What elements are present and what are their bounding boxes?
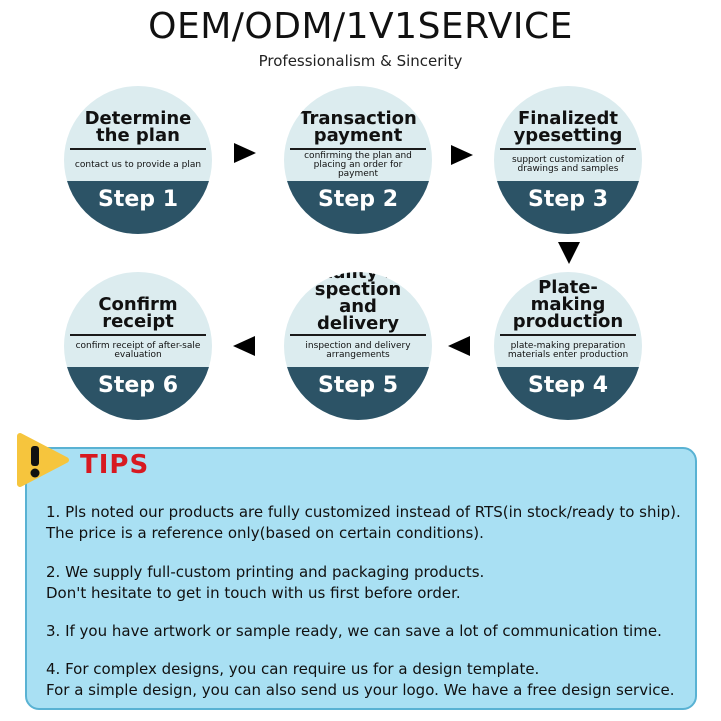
tip-line: For a simple design, you can also send u… xyxy=(46,681,675,699)
divider xyxy=(500,148,636,150)
divider xyxy=(70,148,206,150)
tips-title: TIPS xyxy=(80,450,150,480)
step-title-text: Determine the plan xyxy=(84,108,192,146)
tip-item-2: 2. We supply full-custom printing and pa… xyxy=(46,562,686,604)
step-label: Step 3 xyxy=(494,181,642,234)
step-title: Finalizedt ypesetting xyxy=(494,86,642,146)
step-title-text: Plate-making production xyxy=(512,277,624,332)
step-2-circle: Transaction payment confirming the plan … xyxy=(284,86,432,234)
page-subtitle: Professionalism & Sincerity xyxy=(258,52,463,70)
step-description: support customization of drawings and sa… xyxy=(511,155,625,174)
divider xyxy=(290,148,426,150)
step-title-text: Finalizedt ypesetting xyxy=(513,108,623,146)
divider xyxy=(290,334,426,336)
page-title: OEM/ODM/1V1SERVICE xyxy=(148,6,573,47)
step-title: Transaction payment xyxy=(284,86,432,146)
warning-icon xyxy=(17,433,69,487)
step-label: Step 1 xyxy=(64,181,212,234)
step-4-circle: Plate-making production plate-making pre… xyxy=(494,272,642,420)
arrow-right-icon xyxy=(234,143,256,163)
tip-line: 4. For complex designs, you can require … xyxy=(46,660,540,678)
divider xyxy=(500,334,636,336)
tip-line: 2. We supply full-custom printing and pa… xyxy=(46,563,485,581)
step-description: contact us to provide a plan xyxy=(74,159,202,170)
arrow-left-icon xyxy=(233,336,255,356)
step-title-text: Quality in-spection and delivery xyxy=(305,272,411,334)
step-title: Plate-making production xyxy=(494,272,642,332)
step-title: Confirm receipt xyxy=(64,272,212,332)
tip-line: 3. If you have artwork or sample ready, … xyxy=(46,622,662,640)
arrow-right-icon xyxy=(451,145,473,165)
step-3-circle: Finalizedt ypesetting support customizat… xyxy=(494,86,642,234)
tip-line: The price is a reference only(based on c… xyxy=(46,524,484,542)
step-title: Quality in-spection and delivery xyxy=(284,272,432,334)
tip-item-4: 4. For complex designs, you can require … xyxy=(46,659,686,701)
arrow-down-icon xyxy=(558,242,580,264)
step-label: Step 6 xyxy=(64,367,212,420)
step-label: Step 2 xyxy=(284,181,432,234)
step-description: confirming the plan and placing an order… xyxy=(304,150,412,179)
tip-line: Don't hesitate to get in touch with us f… xyxy=(46,584,461,602)
tip-line: 1. Pls noted our products are fully cust… xyxy=(46,503,681,521)
step-description: plate-making preparation materials enter… xyxy=(507,341,629,360)
tips-panel xyxy=(25,447,697,710)
tip-item-3: 3. If you have artwork or sample ready, … xyxy=(46,621,686,642)
arrow-left-icon xyxy=(448,336,470,356)
step-1-circle: Determine the plan contact us to provide… xyxy=(64,86,212,234)
step-label: Step 4 xyxy=(494,367,642,420)
step-label: Step 5 xyxy=(284,367,432,420)
step-6-circle: Confirm receipt confirm receipt of after… xyxy=(64,272,212,420)
tip-item-1: 1. Pls noted our products are fully cust… xyxy=(46,502,686,544)
step-description: inspection and delivery arrangements xyxy=(305,341,411,360)
step-title: Determine the plan xyxy=(64,86,212,146)
step-title-text: Transaction payment xyxy=(299,108,417,146)
step-description: confirm receipt of after-sale evaluation xyxy=(75,341,201,360)
step-title-text: Confirm receipt xyxy=(98,294,178,332)
step-5-circle: Quality in-spection and delivery inspect… xyxy=(284,272,432,420)
divider xyxy=(70,334,206,336)
